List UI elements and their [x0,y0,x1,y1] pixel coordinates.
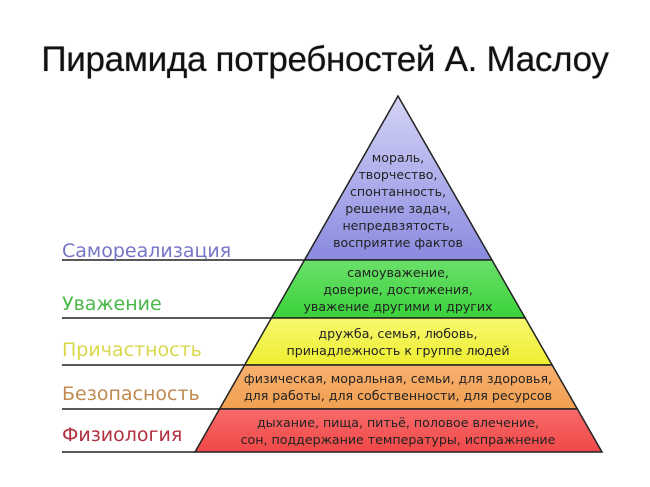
level-label: Причастность [62,339,202,361]
diagram-title: Пирамида потребностей А. Маслоу [41,40,609,79]
level-label: Физиология [62,424,183,446]
level-description: мораль, творчество, спонтанность, решени… [333,150,463,250]
level-description: дружба, семья, любовь, принадлежность к … [286,325,510,358]
level-label: Уважение [62,293,162,315]
level-label: Безопасность [62,383,200,405]
level-description: самоуважение, доверие, достижения, уваже… [303,264,493,314]
level-description: дыхание, пища, питьё, половое влечение, … [240,414,556,447]
pyramid-band-4 [193,408,604,453]
level-description: физическая, моральная, семьи, для здоров… [243,371,553,403]
level-label: Самореализация [62,240,232,262]
